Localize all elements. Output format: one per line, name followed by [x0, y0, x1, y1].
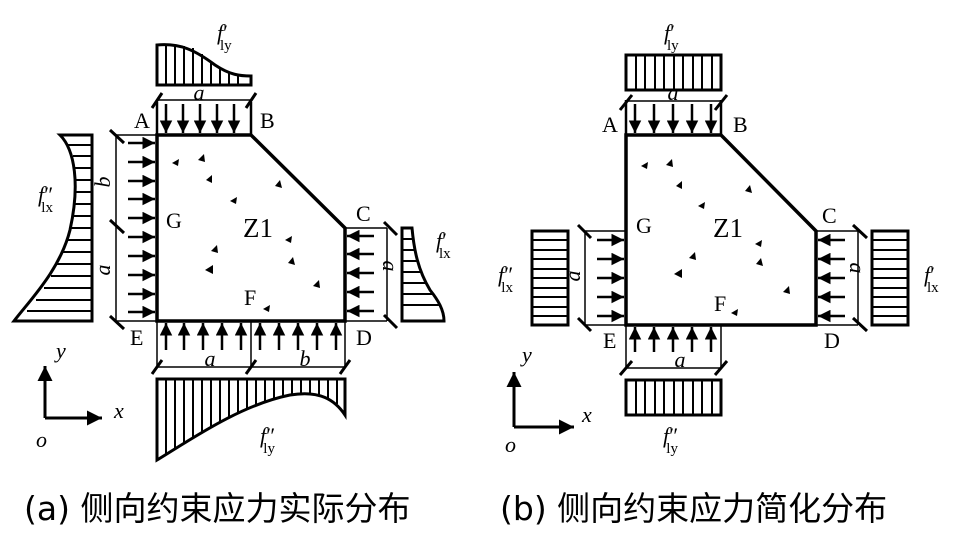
stress-label-right: f′lx [436, 228, 451, 262]
point-b: B [260, 108, 275, 133]
right-arrows [345, 227, 388, 322]
left-arrows [584, 230, 626, 326]
section-outline [624, 133, 818, 327]
point-a: A [602, 112, 618, 137]
stress-label-top: f′ly [217, 20, 232, 54]
dim-bottom-right: b [300, 346, 311, 371]
axis-origin-label: o [505, 432, 516, 457]
point-f: F [714, 291, 726, 316]
stress-top [155, 43, 253, 87]
dim-left-upper: b [90, 177, 115, 188]
aggregate-marks [172, 154, 320, 312]
aggregate-marks [641, 159, 790, 316]
bottom-arrows [156, 321, 346, 367]
dim-top: a [668, 80, 679, 105]
dim-bottom-left: a [205, 346, 216, 371]
top-arrows [624, 100, 723, 135]
dim-left: a [560, 271, 585, 282]
dim-left-lower: a [90, 265, 115, 276]
caption-b: (b) 侧向约束应力简化分布 [500, 489, 887, 528]
stress-label-top: f′ly [664, 20, 679, 54]
point-c: C [356, 201, 371, 226]
axis-origin-label: o [36, 427, 47, 452]
point-f: F [244, 285, 256, 310]
point-d: D [824, 328, 840, 353]
coordinate-axes [506, 372, 574, 435]
point-g: G [636, 213, 652, 238]
stress-label-left: f″lx [498, 262, 513, 296]
stress-left [10, 133, 94, 323]
left-arrows [115, 134, 157, 322]
section-label: Z1 [243, 213, 273, 243]
section-label: Z1 [713, 213, 743, 243]
dim-right: a [845, 263, 870, 274]
stress-label-bottom: f″ly [663, 423, 678, 457]
stress-label-bottom: f″ly [260, 423, 275, 457]
point-c: C [822, 203, 837, 228]
stress-right [400, 226, 446, 323]
point-b: B [733, 112, 748, 137]
point-d: D [356, 325, 372, 350]
point-g: G [166, 208, 182, 233]
stress-bottom [155, 377, 347, 463]
panel-a: a f′ly b a f″lx [10, 20, 451, 528]
axis-y-label: y [520, 342, 532, 367]
axis-y-label: y [54, 338, 66, 363]
top-arrows [155, 102, 253, 135]
section-outline [155, 133, 347, 323]
coordinate-axes [37, 366, 102, 426]
point-e: E [130, 325, 143, 350]
dim-top: a [194, 80, 205, 105]
panel-b: a f′ly a f″lx [498, 20, 939, 528]
bottom-arrows [625, 325, 722, 368]
point-e: E [603, 328, 616, 353]
point-a: A [134, 108, 150, 133]
right-arrows [816, 230, 859, 326]
caption-a: (a) 侧向约束应力实际分布 [24, 489, 410, 528]
dim-bottom: a [675, 347, 686, 372]
stress-label-left: f″lx [38, 182, 53, 216]
dim-right: a [378, 261, 403, 272]
axis-x-label: x [581, 402, 592, 427]
stress-label-right: f′lx [924, 262, 939, 296]
axis-x-label: x [113, 398, 124, 423]
